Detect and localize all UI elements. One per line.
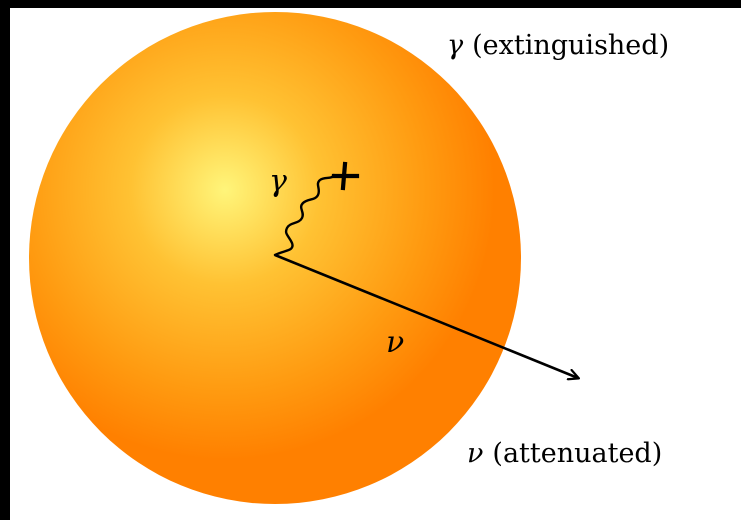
- photon-wavy-path: [273, 173, 336, 257]
- star-sphere: [29, 12, 521, 504]
- absorption-cross-icon: [331, 161, 360, 191]
- photon-outcome-symbol: γ: [447, 30, 464, 61]
- neutrino-arrow: [274, 253, 578, 378]
- photon-outcome-label: γ (extinguished): [447, 30, 669, 61]
- neutrino-outcome-text: (attenuated): [492, 438, 662, 469]
- photon-symbol: γ: [269, 164, 287, 199]
- photon-outcome-text: (extinguished): [472, 30, 669, 61]
- neutrino-outcome-symbol: ν: [467, 438, 483, 469]
- neutrino-outcome-label: ν (attenuated): [467, 438, 662, 469]
- neutrino-symbol: ν: [386, 325, 404, 360]
